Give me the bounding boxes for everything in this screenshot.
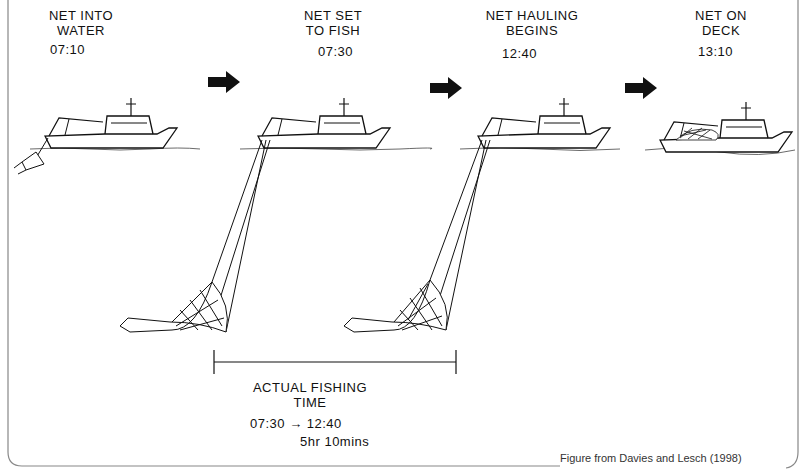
time-range: 07:30 → 12:40 [250, 416, 390, 431]
time-label: 07:30 [318, 44, 378, 59]
step-label: NET HAULING BEGINS [482, 8, 582, 38]
figure-caption: Figure from Davies and Lesch (1998) [560, 452, 742, 464]
net-on-deck [676, 128, 718, 140]
trawl-net [344, 140, 490, 332]
time-label: 13:10 [698, 44, 758, 59]
time-label: 07:10 [50, 42, 110, 57]
step-label: NET SET TO FISH [296, 8, 370, 38]
frame [8, 0, 798, 468]
sequence-arrow [208, 71, 657, 99]
trawl-net [120, 140, 270, 332]
time-bracket [214, 350, 456, 374]
net-shooting [14, 138, 48, 174]
step-label: NET ON DECK [686, 8, 756, 38]
duration-label: 5hr 10mins [300, 434, 400, 449]
bracket-label: ACTUAL FISHING TIME [245, 380, 375, 410]
step-label: NET INTO WATER [42, 8, 120, 38]
time-label: 12:40 [502, 46, 562, 61]
